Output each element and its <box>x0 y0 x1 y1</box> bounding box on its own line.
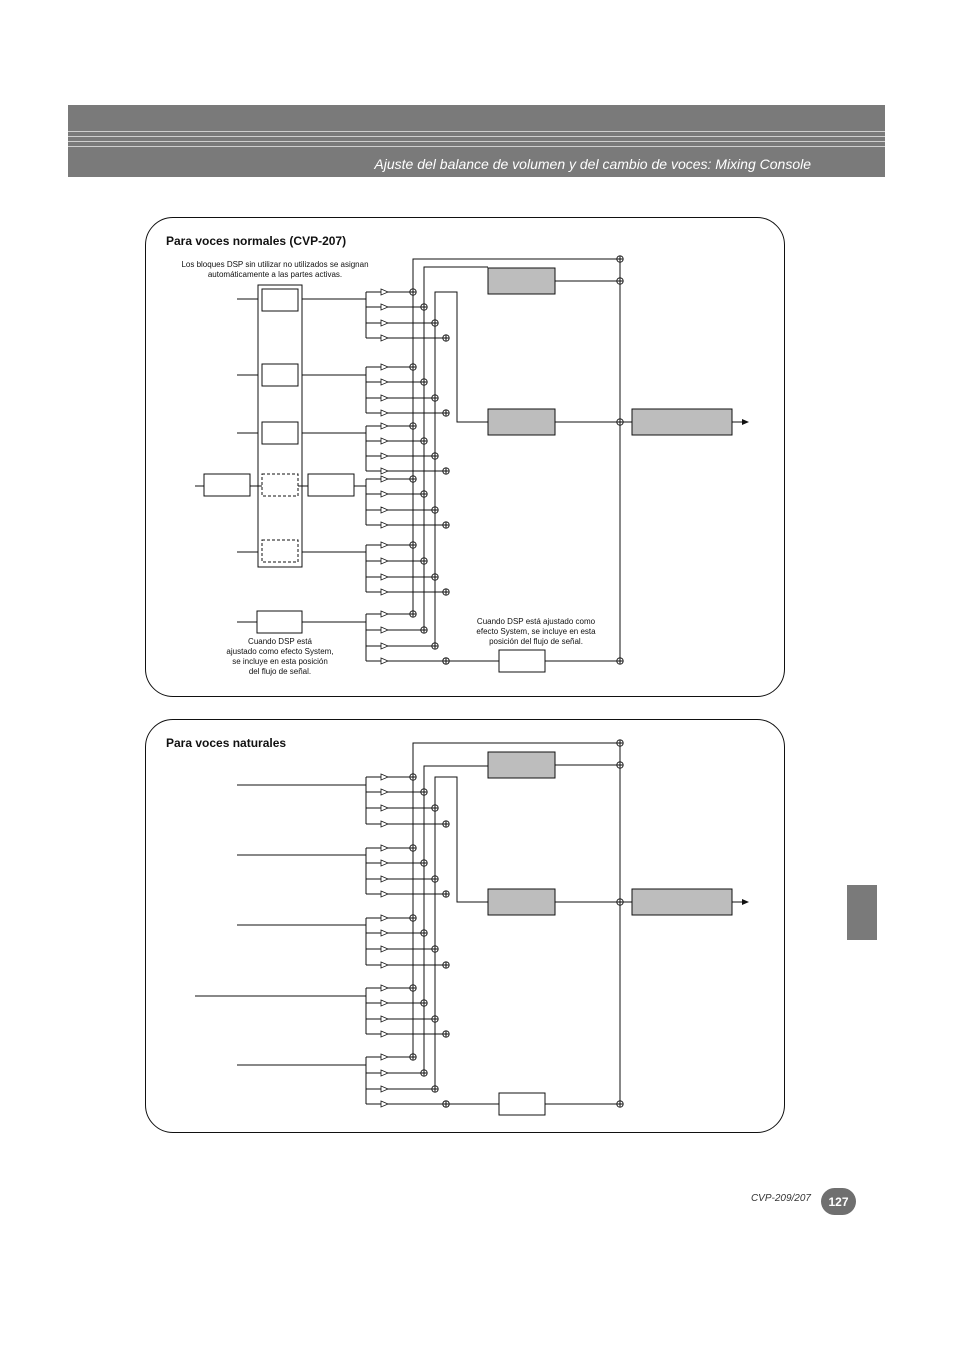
level-triangle <box>380 334 390 342</box>
level-triangle <box>380 573 390 581</box>
level-triangle <box>380 999 390 1007</box>
level-triangle <box>380 890 390 898</box>
reverb-block <box>487 751 556 779</box>
normal-voices-title: Para voces normales (CVP-207) <box>166 234 347 248</box>
level-triangle <box>380 804 390 812</box>
dsp-block <box>261 288 299 312</box>
chorus-send <box>434 291 488 646</box>
system-dsp-block <box>498 649 546 673</box>
natural-voices-title: Para voces naturales <box>166 736 287 750</box>
input-line <box>195 988 367 997</box>
chorus-block <box>487 888 556 916</box>
level-triangle <box>380 1085 390 1093</box>
level-triangle <box>380 1015 390 1023</box>
dsp-block <box>261 363 299 387</box>
page-header-title: Ajuste del balance de volumen y del camb… <box>374 156 811 172</box>
level-triangle <box>380 1030 390 1038</box>
dsp-block-unused <box>261 539 299 563</box>
natural-voices-panel <box>145 719 785 1133</box>
group-feed <box>302 545 367 553</box>
level-triangle <box>380 984 390 992</box>
level-triangle <box>380 657 390 665</box>
level-triangle <box>380 409 390 417</box>
group-feed <box>302 367 367 376</box>
reverb-block <box>487 267 556 295</box>
unused-dsp-note: Los bloques DSP sin utilizar no utilizad… <box>181 260 369 279</box>
system-dsp-block <box>498 1092 546 1116</box>
level-triangle <box>380 610 390 618</box>
level-triangle <box>380 557 390 565</box>
level-triangle <box>380 467 390 475</box>
level-triangle <box>380 859 390 867</box>
chapter-tab <box>847 885 877 940</box>
system-dsp-note-left: Cuando DSP está ajustado como efecto Sys… <box>226 637 334 676</box>
level-triangle <box>380 394 390 402</box>
level-triangle <box>380 1100 390 1108</box>
system-dsp-note-right: Cuando DSP está ajustado como efecto Sys… <box>476 617 596 646</box>
page-number-badge: 127 <box>821 1188 856 1215</box>
level-triangle <box>380 521 390 529</box>
level-triangle <box>380 875 390 883</box>
dry-bus <box>412 258 620 614</box>
level-triangle <box>380 914 390 922</box>
level-triangle <box>380 788 390 796</box>
header-band: Ajuste del balance de volumen y del camb… <box>68 105 885 177</box>
level-triangle <box>380 1053 390 1061</box>
input-line <box>237 777 367 786</box>
level-triangle <box>380 319 390 327</box>
level-triangle <box>380 475 390 483</box>
input-line <box>237 1057 367 1066</box>
group-feed <box>302 292 367 300</box>
reverb-send <box>423 266 488 630</box>
post-block <box>307 473 355 497</box>
level-triangle <box>380 773 390 781</box>
level-triangle <box>380 820 390 828</box>
reverb-send <box>423 765 488 1073</box>
level-triangle <box>380 363 390 371</box>
master-block <box>631 408 733 436</box>
group-feed <box>354 479 367 487</box>
level-triangle <box>380 490 390 498</box>
level-triangle <box>380 642 390 650</box>
dsp-block <box>261 421 299 445</box>
level-triangle <box>380 929 390 937</box>
level-triangle <box>380 626 390 634</box>
dry-bus <box>412 742 620 1057</box>
footer-model: CVP-209/207 <box>750 1193 811 1204</box>
level-triangle <box>380 303 390 311</box>
level-triangle <box>380 506 390 514</box>
chorus-block <box>487 408 556 436</box>
dsp-block-unused <box>261 473 299 497</box>
level-triangle <box>380 961 390 969</box>
level-triangle <box>380 437 390 445</box>
master-block <box>631 888 733 916</box>
normal-voices-panel <box>145 217 785 697</box>
group-feed <box>302 426 367 434</box>
output-arrow <box>742 899 749 905</box>
level-triangle <box>380 945 390 953</box>
level-triangle <box>380 422 390 430</box>
input-line <box>237 918 367 926</box>
output-arrow <box>742 419 749 425</box>
pre-block <box>203 473 251 497</box>
level-triangle <box>380 452 390 460</box>
header-stripes <box>68 131 885 153</box>
group-feed <box>302 614 367 623</box>
level-triangle <box>380 288 390 296</box>
level-triangle <box>380 541 390 549</box>
level-triangle <box>380 588 390 596</box>
level-triangle <box>380 378 390 386</box>
level-triangle <box>380 844 390 852</box>
input-line <box>237 848 367 856</box>
level-triangle <box>380 1069 390 1077</box>
system-dsp-insert-block <box>256 610 303 634</box>
